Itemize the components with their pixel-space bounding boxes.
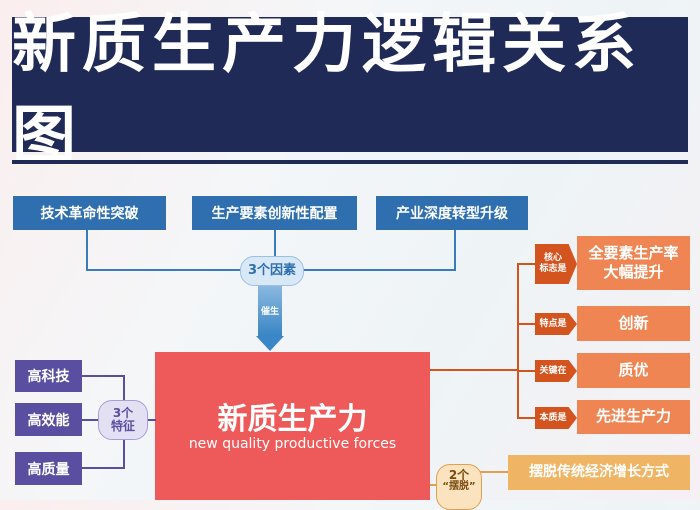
connector <box>82 419 102 421</box>
connector <box>82 375 124 377</box>
core-title: 新质生产力 <box>217 402 368 437</box>
value-text: 全要素生产率 <box>588 243 679 262</box>
page-title: 新质生产力逻辑关系图 <box>12 7 688 174</box>
connector <box>517 323 535 325</box>
factor-box-3: 产业深度转型升级 <box>376 196 528 230</box>
arrow-down-icon <box>256 336 284 351</box>
connector <box>454 230 456 271</box>
attribute-box-4: 先进生产力 <box>577 400 690 434</box>
attribute-label-2: 特点是 <box>535 313 577 335</box>
attribute-label-4: 本质是 <box>535 407 577 429</box>
connector <box>430 484 438 486</box>
attribute-box-3: 质优 <box>577 353 690 388</box>
label-text: 标志是 <box>539 264 567 274</box>
title-divider <box>12 160 688 164</box>
core-subtitle: new quality productive forces <box>188 436 397 452</box>
features-badge-count: 3个 <box>112 406 134 421</box>
feature-box-2: 高效能 <box>15 403 82 436</box>
core-box: 新质生产力 new quality productive forces <box>155 352 430 500</box>
connector <box>274 230 276 260</box>
breakaway-box-1: 摆脱传统经济增长方式 <box>508 455 690 490</box>
value-text: 大幅提升 <box>603 263 664 281</box>
breakaway-badge-count: 2个 <box>448 468 470 482</box>
connector <box>517 370 535 372</box>
breakaway-badge: 2个 “摆脱” <box>436 464 482 510</box>
connector <box>517 417 535 419</box>
features-badge-label: 特征 <box>110 419 135 433</box>
factor-box-2: 生产要素创新性配置 <box>192 196 357 230</box>
connector <box>146 419 156 421</box>
attribute-box-2: 创新 <box>577 306 690 341</box>
connector <box>458 471 508 473</box>
connector <box>517 263 535 265</box>
connector <box>430 369 518 371</box>
connector <box>517 263 519 418</box>
connector <box>86 230 88 271</box>
breakaway-badge-label: “摆脱” <box>442 480 476 492</box>
feature-box-3: 高质量 <box>15 452 82 485</box>
arrow-label: 催生 <box>260 307 279 317</box>
attribute-label-3: 关键在 <box>535 360 577 382</box>
attribute-box-1: 全要素生产率 大幅提升 <box>577 236 690 290</box>
attribute-label-1: 核心 标志是 <box>535 244 577 284</box>
connector <box>82 467 124 469</box>
label-text: 核心 <box>543 253 562 264</box>
features-badge: 3个 特征 <box>98 400 148 440</box>
factor-box-1: 技术革命性突破 <box>13 196 166 230</box>
arrow-shaft <box>258 286 282 336</box>
feature-box-1: 高科技 <box>15 360 82 392</box>
factors-badge: 3个因素 <box>240 256 304 286</box>
